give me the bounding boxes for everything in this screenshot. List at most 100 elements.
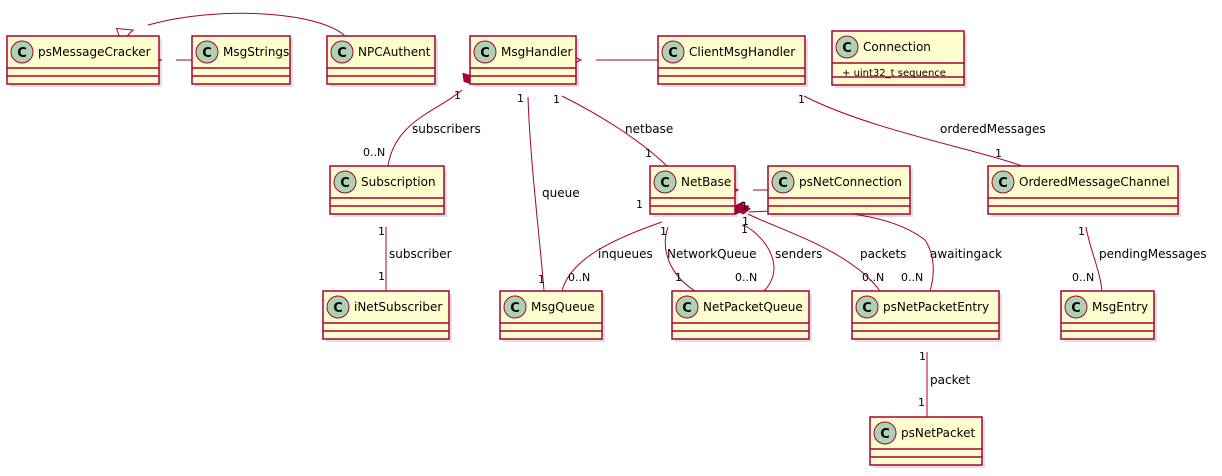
class-stereotype-letter: C [880,427,890,442]
class-stereotype-letter: C [337,46,347,61]
class-stereotype-icon [771,170,795,194]
class-stereotype-icon [855,295,879,319]
class-name: MsgEntry [1092,300,1148,314]
target-multiplicity: 1 [645,147,652,160]
class-stereotype-icon [661,40,685,64]
class-name: Connection [863,40,931,54]
class-name: psNetPacketEntry [883,300,989,314]
class-msg-entry: C MsgEntry [1060,290,1157,342]
target-multiplicity: 1 [378,270,385,283]
source-multiplicity: 1 [798,93,805,106]
relation-label: packet [930,373,970,387]
class-name: MsgStrings [223,45,289,59]
class-name: iNetSubscriber [354,300,442,314]
relation-line [747,213,881,292]
target-multiplicity: 0..N [901,271,923,284]
source-multiplicity: 1 [1078,225,1085,238]
class-npcauthent: C NPCAuthent [326,35,438,87]
class-stereotype-icon [991,170,1015,194]
attribute-text: uint32_t sequence [854,68,946,79]
source-multiplicity: 1 [454,89,461,102]
source-multiplicity: 1 [742,215,749,228]
class-net-base: C NetBase [649,165,738,217]
target-multiplicity: 1 [675,271,682,284]
relation-line [1085,226,1103,292]
relation-line [561,221,663,292]
class-stereotype-letter: C [682,301,692,316]
relation-queue [520,69,545,292]
class-stereotype-icon [326,295,350,319]
relation-label: NetworkQueue [667,247,757,261]
class-stereotype-letter: C [1071,301,1081,316]
class-stereotype-icon [835,35,859,59]
target-multiplicity: 1 [538,273,545,286]
source-multiplicity: 1 [660,225,667,238]
relation-label: senders [775,247,822,261]
relation-label: subscribers [412,122,481,136]
class-stereotype-letter: C [862,301,872,316]
class-stereotype-letter: C [333,301,343,316]
source-multiplicity: 1 [919,350,926,363]
target-multiplicity: 1 [918,396,925,409]
class-stereotype-letter: C [660,176,670,191]
class-stereotype-letter: C [842,41,852,56]
relation-label: netbase [625,122,673,136]
relation-line [664,226,696,292]
target-multiplicity: 1 [995,147,1002,160]
class-stereotype-icon [1064,295,1088,319]
relation-line [527,96,545,292]
class-name: NetBase [681,175,731,189]
class-stereotype-icon [503,295,527,319]
source-multiplicity: 1 [517,92,524,105]
class-net-packet-queue: C NetPacketQueue [671,290,812,342]
class-stereotype-letter: C [998,176,1008,191]
source-multiplicity: 1 [378,225,385,238]
composition-diamond [735,204,751,215]
class-name: OrderedMessageChannel [1019,175,1170,189]
target-multiplicity: 0..N [862,271,884,284]
target-multiplicity: 0..N [735,271,757,284]
class-ordered-message-channel: C OrderedMessageChannel [987,165,1181,217]
relation-line [743,224,775,292]
class-name: MsgQueue [531,300,595,314]
target-multiplicity: 0..N [1072,271,1094,284]
class-stereotype-icon [473,40,497,64]
relation-label: pendingMessages [1099,247,1207,261]
class-msg-strings: C MsgStrings [191,35,293,87]
relation-client-msghandler [565,52,658,68]
class-stereotype-icon [330,40,354,64]
class-stereotype-letter: C [510,301,520,316]
target-multiplicity: 0..N [363,146,385,159]
relation-label: inqueues [598,247,653,261]
class-name: NPCAuthent [358,45,431,59]
relation-label: subscriber [389,247,452,261]
class-stereotype-icon [333,170,357,194]
relation-line [387,89,463,167]
relation-label: queue [542,186,580,200]
class-stereotype-icon [675,295,699,319]
class-name: psNetConnection [799,175,902,189]
source-multiplicity: 1 [636,198,643,211]
class-name: ClientMsgHandler [689,45,795,59]
relation-labels-layer: subscribers10..Nqueue11netbase11orderedM… [363,89,1207,409]
relation-label: packets [860,247,906,261]
visibility-public-icon: + [842,68,854,79]
class-stereotype-letter: C [340,176,350,191]
class-stereotype-icon [873,421,897,445]
class-stereotype-letter: C [202,46,212,61]
class-attribute: + uint32_t sequence [842,68,946,79]
class-stereotype-icon [10,40,34,64]
class-msg-queue: C MsgQueue [499,290,605,342]
class-stereotype-icon [653,170,677,194]
class-name: NetPacketQueue [703,300,803,314]
class-stereotype-letter: C [778,176,788,191]
class-stereotype-letter: C [480,46,490,61]
